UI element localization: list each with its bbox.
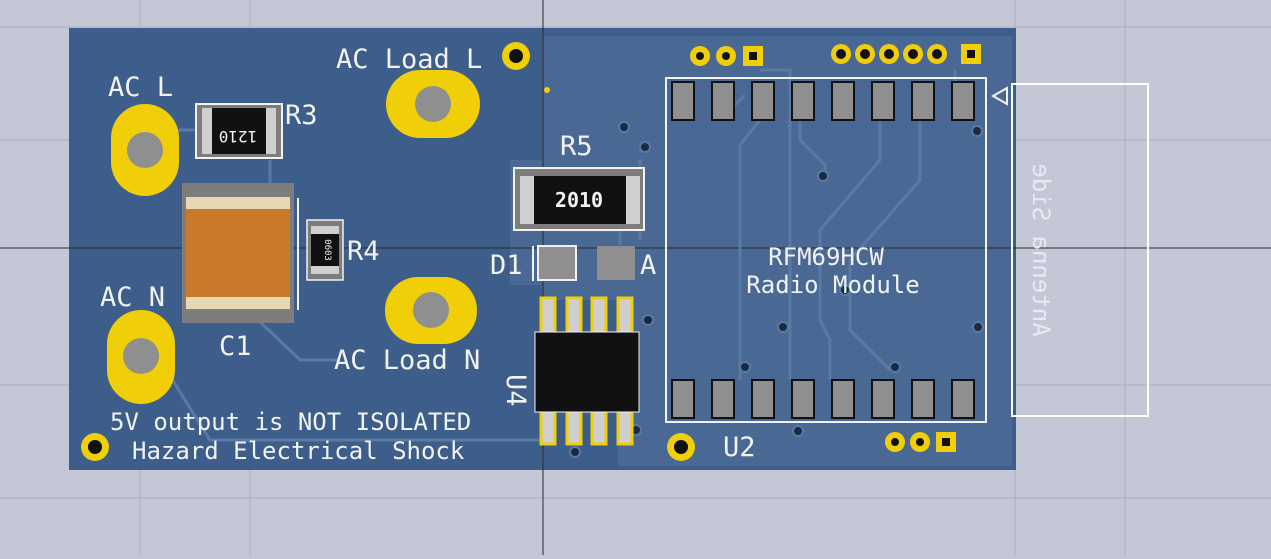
label-d1-anode: A — [640, 250, 656, 281]
r3-package-text: 1210 — [219, 127, 258, 146]
label-r3: R3 — [285, 100, 318, 131]
resistor-r5[interactable] — [513, 167, 645, 231]
ac-n-pad[interactable] — [107, 310, 175, 404]
resistor-r3[interactable] — [195, 103, 283, 159]
copper-zone — [542, 36, 1012, 466]
label-u4: U4 — [500, 374, 531, 407]
r4-package-text: 0603 — [322, 239, 332, 261]
resistor-r4[interactable] — [306, 219, 344, 281]
label-c1: C1 — [219, 331, 252, 362]
label-r4: R4 — [347, 236, 380, 267]
r5-package-text: 2010 — [555, 188, 603, 212]
module-name: RFM69HCW — [768, 243, 884, 271]
capacitor-c1[interactable] — [182, 183, 299, 323]
ac-l-pad[interactable] — [111, 104, 179, 196]
ac-load-l-pad[interactable] — [386, 70, 480, 138]
label-r5: R5 — [560, 131, 593, 162]
label-ac-n: AC N — [100, 282, 165, 313]
mount-hole-bottom-left[interactable] — [81, 433, 109, 461]
antenna-keepout — [1011, 83, 1149, 417]
header-3pin-bottom[interactable] — [885, 432, 956, 452]
header-6pin-top[interactable] — [831, 44, 981, 64]
header-3pin-top[interactable] — [690, 46, 763, 66]
module-description: Radio Module — [746, 271, 919, 299]
warning-line-2: Hazard Electrical Shock — [132, 437, 465, 465]
diode-d1[interactable] — [532, 245, 635, 281]
ic-u4[interactable] — [534, 296, 640, 446]
warning-line-1: 5V output is NOT ISOLATED — [110, 408, 471, 436]
mount-hole-bottom-mid[interactable] — [667, 433, 695, 461]
antenna-side-label: Antenna Side — [1027, 163, 1055, 336]
vias — [544, 87, 984, 458]
ac-load-n-pad[interactable] — [385, 277, 477, 344]
radio-module-u2[interactable] — [665, 77, 1008, 423]
label-u2: U2 — [723, 432, 756, 463]
label-ac-load-n: AC Load N — [334, 345, 480, 376]
mount-hole-top[interactable] — [502, 42, 530, 70]
label-d1: D1 — [490, 250, 523, 281]
label-ac-l: AC L — [108, 72, 173, 103]
label-ac-load-l: AC Load L — [336, 44, 482, 75]
